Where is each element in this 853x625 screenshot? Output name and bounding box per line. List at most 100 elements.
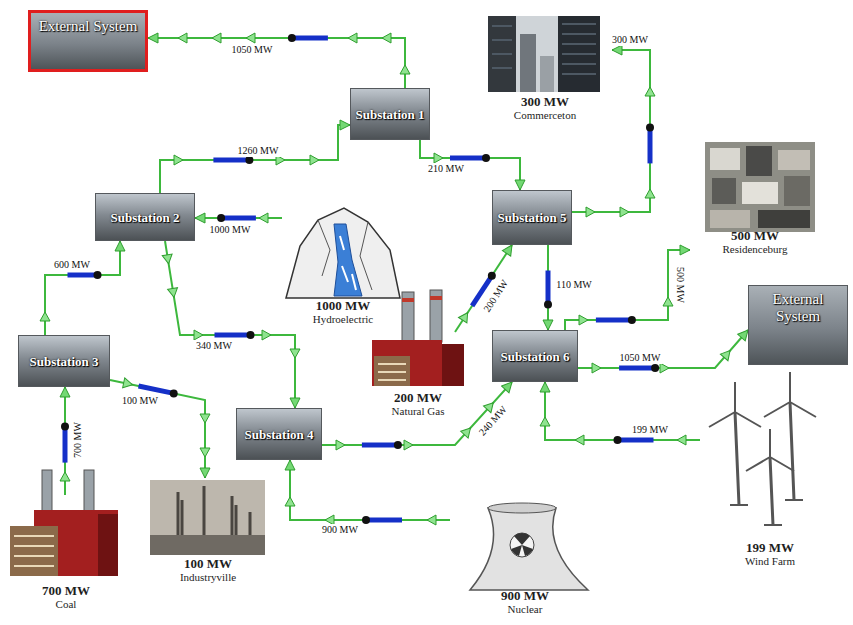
plant-office xyxy=(374,356,410,386)
flow-arrow xyxy=(575,435,584,445)
breaker-dot xyxy=(614,436,622,444)
water xyxy=(334,224,362,296)
breaker-section xyxy=(596,318,632,323)
foam xyxy=(340,236,356,290)
flow-label: 199 MW xyxy=(630,424,670,436)
breaker-section xyxy=(139,386,174,393)
power-line xyxy=(160,125,350,193)
node-title: Substation 4 xyxy=(245,427,314,442)
plant-or-town-node: 199 MWWind Farm xyxy=(700,385,840,570)
power-rating: 100 MW xyxy=(184,556,232,571)
turbine-blades xyxy=(709,372,816,471)
plant-or-town-node: 500 MWResidenceburg xyxy=(690,140,820,258)
line-path xyxy=(110,380,205,478)
photo-ground xyxy=(705,142,815,232)
flow-arrow xyxy=(663,297,673,306)
substation-box: Substation 2 xyxy=(95,193,195,241)
flow-label: 300 MW xyxy=(610,34,650,46)
flow-arrow xyxy=(174,155,183,165)
node-title: Substation 1 xyxy=(356,107,425,122)
flow-arrow xyxy=(246,33,255,43)
windows xyxy=(492,24,596,74)
line-path xyxy=(45,241,120,335)
breaker-section xyxy=(366,518,402,523)
place-name: Natural Gas xyxy=(392,405,445,418)
external-system-box: External System xyxy=(28,10,148,72)
power-line xyxy=(285,460,450,525)
place-name: Industryville xyxy=(180,571,236,584)
flow-arrow xyxy=(660,363,669,373)
flow-arrow xyxy=(645,189,655,198)
power-rating: 500 MW xyxy=(731,228,779,243)
place-name: Residenceburg xyxy=(722,243,787,256)
building xyxy=(520,34,536,92)
flow-arrow xyxy=(123,378,134,390)
flow-arrow xyxy=(579,315,588,325)
substation-box: Substation 4 xyxy=(236,408,322,460)
power-line xyxy=(60,387,70,495)
place-name: Hydroelectric xyxy=(313,313,373,326)
windows xyxy=(378,364,406,380)
turbine-base xyxy=(730,500,803,525)
breaker-dot xyxy=(170,389,178,397)
flow-arrow xyxy=(427,515,436,525)
flow-arrow xyxy=(259,213,268,223)
flow-arrow xyxy=(348,33,357,43)
place-name: Commerceton xyxy=(514,109,576,122)
power-rating: 200 MW xyxy=(394,390,442,405)
power-line xyxy=(544,245,552,330)
line-path xyxy=(547,245,549,330)
tower xyxy=(470,508,588,590)
power-line xyxy=(572,50,655,217)
towers xyxy=(178,486,250,535)
node-title: External System xyxy=(39,18,138,35)
breaker-dot xyxy=(362,516,370,524)
flow-arrow xyxy=(620,207,629,217)
line-path xyxy=(572,50,650,212)
flow-arrow xyxy=(60,472,70,481)
node-title: External System xyxy=(753,291,843,325)
line-path xyxy=(420,140,520,190)
breaker-section xyxy=(450,156,486,161)
flow-label: 700 MW xyxy=(72,420,84,460)
chimney xyxy=(430,290,442,342)
line-path xyxy=(322,382,512,445)
breaker-dot xyxy=(482,154,490,162)
breaker-dot xyxy=(217,214,225,222)
breaker-section xyxy=(648,127,653,163)
node-title: Substation 2 xyxy=(111,210,180,225)
breaker-section xyxy=(63,427,68,463)
breaker-section xyxy=(215,333,251,338)
power-line xyxy=(40,241,120,335)
power-line xyxy=(322,382,512,450)
flow-arrow xyxy=(212,33,221,43)
flow-arrow xyxy=(290,349,300,358)
breaker-dot xyxy=(245,156,253,164)
flow-arrow xyxy=(586,207,595,217)
flow-label: 900 MW xyxy=(320,524,360,536)
chimney-band xyxy=(430,296,442,300)
plant-side xyxy=(442,344,464,386)
flow-arrow xyxy=(677,435,686,445)
breaker-section xyxy=(546,271,551,305)
place-name: Wind Farm xyxy=(745,555,795,568)
plant-hall xyxy=(372,340,442,386)
line-path xyxy=(578,330,748,368)
power-line xyxy=(578,330,748,373)
breaker-section xyxy=(221,216,256,221)
flow-arrow xyxy=(720,347,733,360)
breaker-dot xyxy=(61,423,69,431)
power-line xyxy=(455,245,512,332)
substation-box: Substation 6 xyxy=(492,330,578,382)
breaker-section xyxy=(213,158,249,163)
flow-arrow xyxy=(262,330,271,340)
breaker-dot xyxy=(394,441,402,449)
power-line xyxy=(420,140,520,190)
line-path xyxy=(545,382,700,440)
roof xyxy=(784,176,810,206)
substation-box: Substation 5 xyxy=(492,190,572,245)
line-path xyxy=(160,125,350,193)
flow-arrow xyxy=(645,87,655,96)
flow-label: 1260 MW xyxy=(236,145,281,157)
turbine-pole xyxy=(735,402,794,525)
